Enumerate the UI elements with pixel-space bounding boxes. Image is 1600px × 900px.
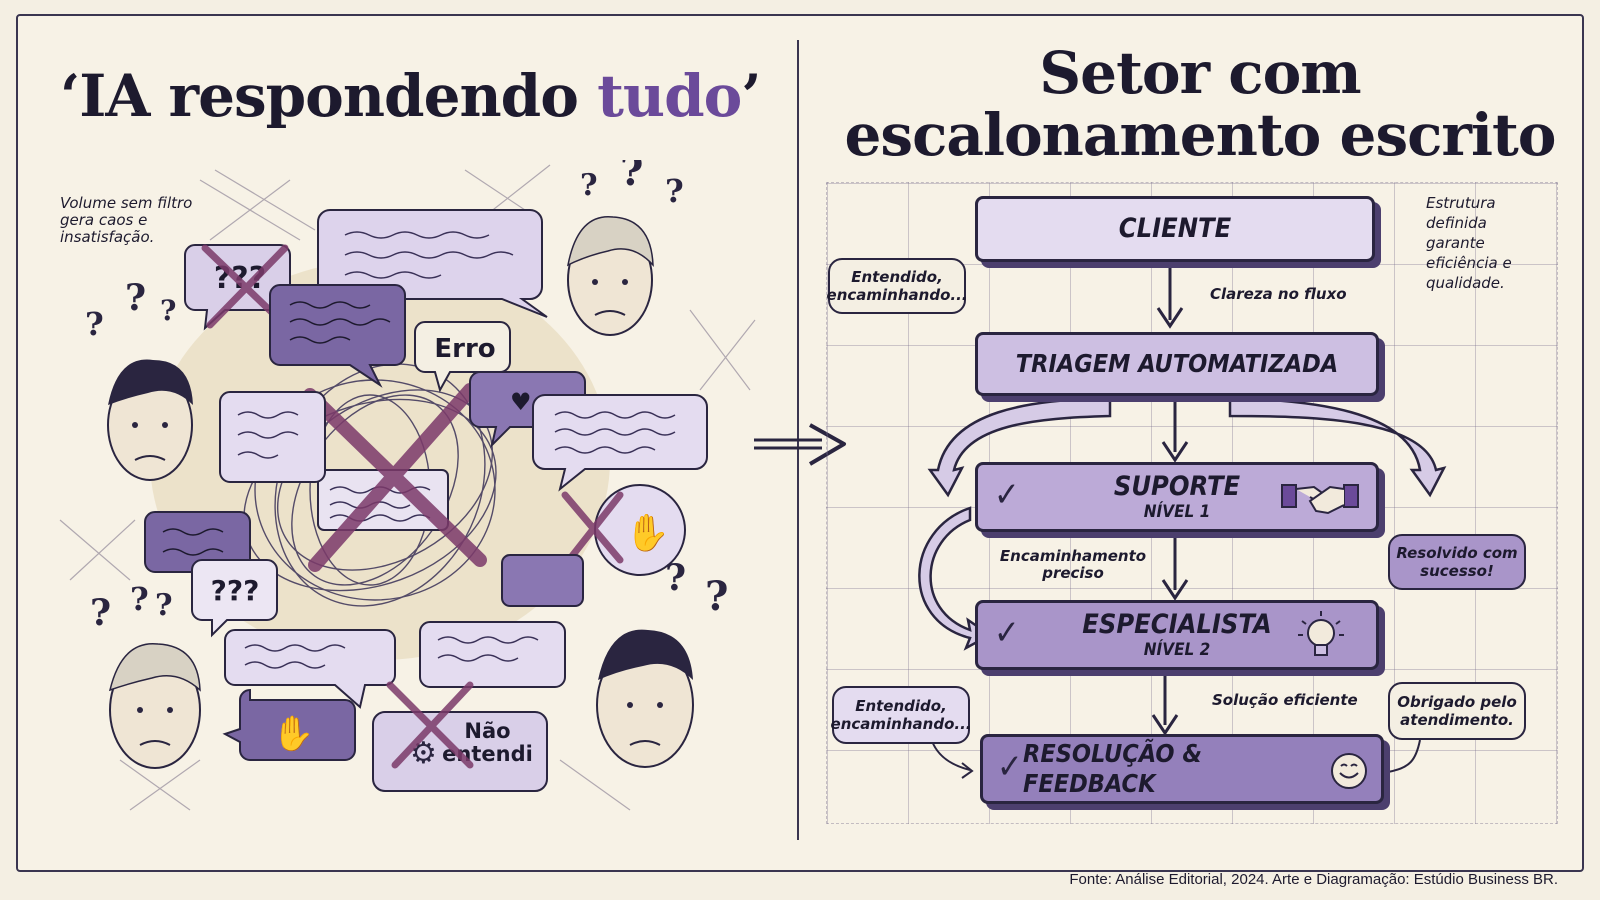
svg-text:?: ? — [665, 557, 686, 599]
speech-obrigado: Obrigado pelo atendimento. — [1388, 682, 1526, 740]
step-suporte-level: NÍVEL 1 — [1143, 502, 1211, 522]
check-icon: ✓ — [994, 475, 1020, 515]
big-x-mark — [303, 383, 487, 572]
transition-arrow-icon — [754, 423, 846, 466]
label-encaminhamento: Encaminhamento preciso — [999, 547, 1147, 582]
right-title-line2: escalonamento escrito — [844, 101, 1557, 169]
bubble-dark-3 — [501, 554, 584, 607]
bubble-thumbs-down-bottom: ✋ — [222, 688, 356, 761]
right-panel-title: Setor com escalonamento escrito — [820, 42, 1580, 166]
flow-connectors — [918, 265, 1447, 779]
check-icon: ✓ — [994, 613, 1020, 653]
svg-text:?: ? — [665, 172, 684, 210]
worried-face-top-right — [566, 216, 654, 336]
right-title-line1: Setor com — [1039, 39, 1361, 107]
check-icon: ✓ — [997, 747, 1023, 787]
worried-face-bottom-left — [108, 643, 201, 769]
bubble-not-understood: ⚙ Não entendi — [372, 681, 548, 792]
label-clareza: Clareza no fluxo — [1210, 285, 1347, 303]
step-resolucao-label: RESOLUÇÃO & FEEDBACK — [1023, 739, 1202, 798]
handshake-icon — [1281, 484, 1359, 515]
question-marks-decor: ??? ??? ??? ?? — [85, 160, 728, 634]
bubble-question-2: ??? — [191, 559, 278, 638]
bubble-dark-1 — [269, 284, 406, 388]
bubble-thumbs-down-top: ✋ — [561, 484, 686, 576]
svg-text:?: ? — [580, 168, 598, 203]
step-especialista-level: NÍVEL 2 — [1143, 640, 1211, 660]
svg-text:?: ? — [705, 573, 728, 620]
left-panel-title: ‘IA respondendo tudo’ — [60, 62, 762, 130]
lightbulb-icon — [1298, 611, 1344, 656]
curve-triagem-suporte-right — [1228, 396, 1447, 498]
thumbs-down-icon: ✋ — [625, 512, 670, 554]
svg-text:?: ? — [160, 294, 176, 327]
svg-text:?: ? — [85, 305, 104, 343]
step-cliente-label: CLIENTE — [1118, 213, 1232, 244]
label-solucao: Solução eficiente — [1212, 691, 1358, 709]
bubble-error-text: Erro — [434, 334, 495, 364]
speech-resolvido: Resolvido com sucesso! — [1388, 534, 1526, 590]
step-especialista-label: ESPECIALISTA — [1082, 609, 1272, 640]
thumbs-down-icon-2: ✋ — [272, 714, 314, 754]
bubble-question-2-text: ??? — [211, 574, 260, 607]
worried-face-top-left — [107, 359, 193, 481]
chaos-illustration: ??? Erro ♥ ⚙ ??? ✋ — [59, 160, 756, 811]
step-cliente: CLIENTE — [975, 196, 1375, 262]
worried-face-bottom-right — [596, 629, 694, 768]
step-especialista: ✓ ESPECIALISTA NÍVEL 2 — [975, 600, 1379, 670]
svg-text:?: ? — [125, 277, 146, 319]
svg-text:?: ? — [620, 160, 643, 195]
step-triagem-label: TRIAGEM AUTOMATIZADA — [1015, 349, 1339, 378]
title-highlight: tudo — [597, 62, 742, 130]
broken-heart-icon: ♥ — [510, 388, 532, 416]
bubble-error: Erro — [414, 321, 511, 393]
svg-text:?: ? — [90, 592, 111, 634]
bubble-question-top: ??? — [184, 244, 291, 331]
right-note: Estrutura definida garante eficiência e … — [1426, 194, 1512, 292]
smiley-icon — [1331, 753, 1367, 789]
step-triagem: TRIAGEM AUTOMATIZADA — [975, 332, 1379, 396]
speech-entendido-top: Entendido, encaminhando... — [827, 258, 967, 314]
curve-suporte-especialista — [918, 506, 993, 651]
left-note: Volume sem filtro gera caos e insatisfaç… — [60, 194, 193, 246]
svg-text:?: ? — [130, 580, 149, 618]
curve-triagem-suporte-left — [927, 396, 1112, 498]
svg-text:?: ? — [155, 588, 173, 623]
bubble-scribble-5 — [419, 621, 566, 688]
step-suporte-label: SUPORTE — [1113, 471, 1241, 502]
step-suporte: ✓ SUPORTE NÍVEL 1 — [975, 462, 1379, 532]
step-resolucao: ✓ RESOLUÇÃO & FEEDBACK — [980, 734, 1384, 804]
source-credit: Fonte: Análise Editorial, 2024. Arte e D… — [1069, 871, 1558, 888]
speech-entendido-bottom: Entendido, encaminhando... — [831, 686, 971, 744]
